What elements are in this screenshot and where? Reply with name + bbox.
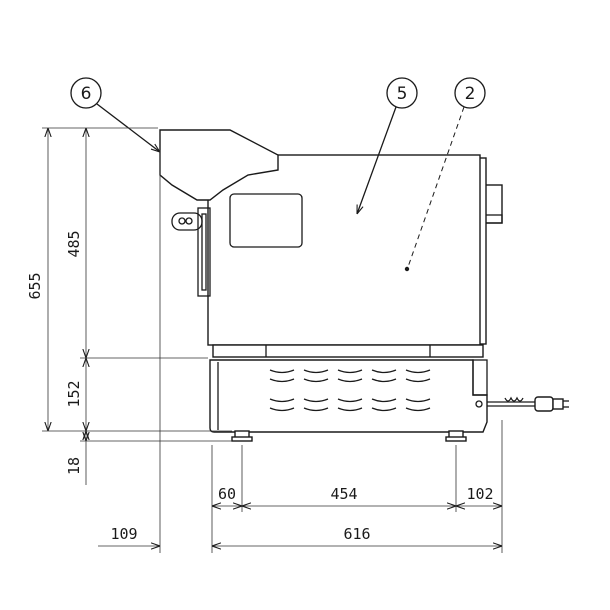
callout-6: 6: [70, 77, 160, 152]
dim-left-offset: 109: [110, 525, 137, 543]
vent-slot: [269, 378, 295, 383]
dim-foot-left: 60: [218, 485, 236, 503]
vent-slot: [303, 407, 329, 412]
upper-housing: [207, 154, 481, 346]
callout-5: 5: [356, 77, 418, 214]
dim-foot-height: 18: [65, 457, 83, 475]
vent-slot: [337, 407, 363, 412]
plug-head: [552, 398, 564, 410]
vent-slot: [337, 398, 363, 403]
vent-slot: [405, 398, 431, 403]
callout-2: 2: [407, 77, 486, 268]
dimension-labels: 655 485 152 18 60 454 102 109 616: [26, 230, 494, 543]
vent-slot: [303, 369, 329, 374]
dimension-lines: [48, 128, 502, 546]
dim-right-projection: 102: [466, 485, 493, 503]
callout-label: 2: [465, 84, 476, 104]
vent-slot: [337, 369, 363, 374]
plug-body: [534, 396, 554, 412]
handle: [171, 212, 203, 231]
handle-hole: [178, 217, 186, 225]
rear-bracket: [472, 359, 488, 396]
machine-outline: [159, 129, 569, 442]
vent-slot: [371, 398, 397, 403]
vent-slot: [405, 369, 431, 374]
underside-strip: [212, 344, 484, 358]
vent-slot: [269, 398, 295, 403]
vent-slot: [269, 407, 295, 412]
handle-hole: [185, 217, 193, 225]
callout-label: 6: [81, 84, 92, 104]
vent-slot: [405, 378, 431, 383]
extension-lines: [42, 127, 503, 553]
leader-line: [356, 106, 397, 214]
vent-slot: [371, 407, 397, 412]
base-cabinet: [209, 359, 488, 433]
callout-label: 5: [397, 84, 408, 104]
callout-bubble: [70, 77, 102, 109]
hopper: [159, 129, 279, 201]
cord-grommet: [475, 400, 483, 408]
vent-grille: [269, 369, 431, 412]
dim-base-height: 152: [65, 380, 83, 407]
vent-slot: [337, 378, 363, 383]
cord-coil: [504, 396, 524, 402]
foot-right-pad: [445, 436, 467, 442]
vent-slot: [303, 378, 329, 383]
dim-overall-height: 655: [26, 272, 44, 299]
front-panel-slot: [201, 213, 207, 291]
callout-bubble: [386, 77, 418, 109]
dim-overall-width: 616: [343, 525, 370, 543]
leader-line-dashed: [407, 106, 465, 268]
vent-slot: [303, 398, 329, 403]
view-window: [229, 193, 303, 248]
foot-left-pad: [231, 436, 253, 442]
front-panel: [197, 207, 211, 297]
vent-slot: [405, 407, 431, 412]
reference-point: [404, 266, 410, 272]
vent-slot: [269, 369, 295, 374]
dim-foot-span: 454: [330, 485, 357, 503]
vent-slot: [371, 369, 397, 374]
vent-slot: [371, 378, 397, 383]
callout-bubble: [454, 77, 486, 109]
dim-upper-height: 485: [65, 230, 83, 257]
